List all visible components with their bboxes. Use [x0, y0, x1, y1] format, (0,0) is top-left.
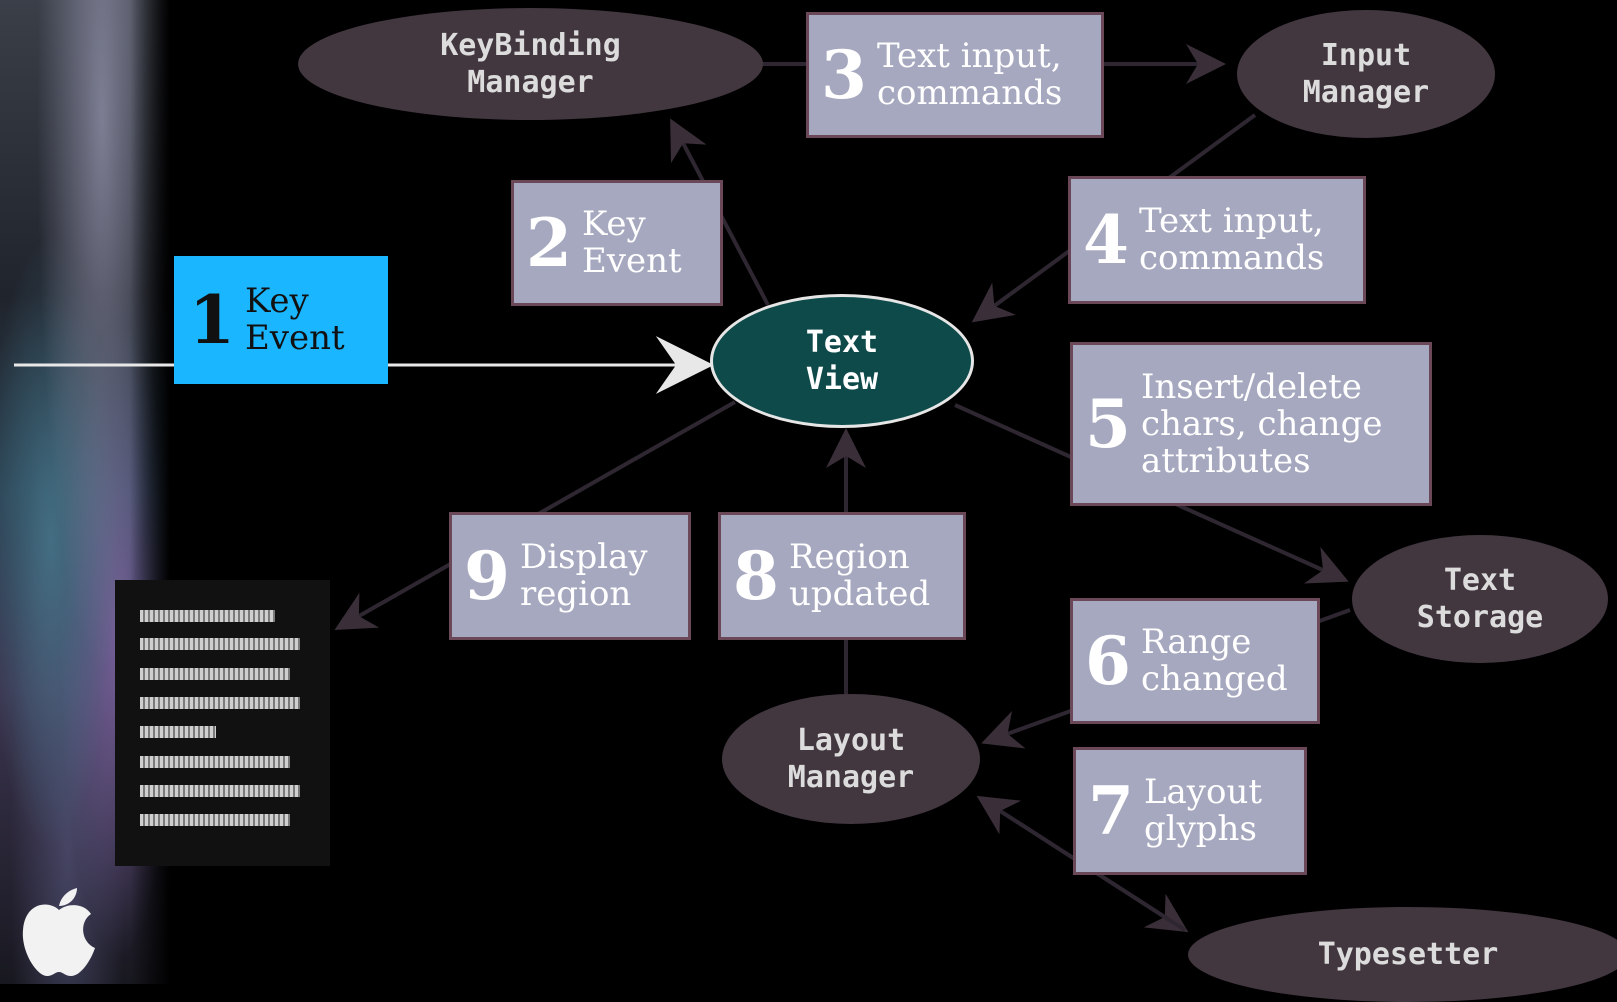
- text-document-icon: [115, 580, 330, 866]
- step-1-box: 1 Key Event: [174, 256, 388, 384]
- step-7-box: 7 Layout glyphs: [1073, 747, 1307, 875]
- step-label: Display region: [519, 537, 648, 614]
- step-number: 2: [526, 204, 572, 282]
- step-number: 1: [189, 281, 235, 359]
- step-label: Insert/delete chars, change attributes: [1140, 366, 1383, 481]
- step-9-box: 9 Display region: [449, 512, 691, 640]
- text-view-node: Text View: [710, 294, 974, 428]
- text-storage-node: Text Storage: [1352, 535, 1608, 663]
- keybinding-manager-node: KeyBinding Manager: [298, 8, 763, 120]
- step-number: 6: [1085, 622, 1131, 700]
- step-number: 3: [821, 36, 867, 114]
- apple-logo-icon: [22, 888, 95, 976]
- step-label: Region updated: [788, 537, 931, 614]
- step-label: Range changed: [1140, 622, 1288, 699]
- step-5-box: 5 Insert/delete chars, change attributes: [1070, 342, 1432, 506]
- layout-manager-node: Layout Manager: [722, 694, 980, 824]
- step-label: Text input, commands: [876, 36, 1063, 113]
- step-2-box: 2 Key Event: [511, 180, 723, 306]
- step-number: 5: [1085, 385, 1131, 463]
- step-number: 9: [464, 537, 510, 615]
- decorative-sidebar: [0, 0, 170, 984]
- step-number: 7: [1088, 772, 1134, 850]
- step-4-box: 4 Text input, commands: [1068, 176, 1366, 304]
- step-6-box: 6 Range changed: [1070, 598, 1320, 724]
- step-label: Key Event: [244, 281, 345, 358]
- typesetter-node: Typesetter: [1188, 907, 1617, 1002]
- step-3-box: 3 Text input, commands: [806, 12, 1104, 138]
- step-label: Text input, commands: [1138, 201, 1325, 278]
- step-8-box: 8 Region updated: [718, 512, 966, 640]
- step-label: Key Event: [581, 204, 682, 281]
- input-manager-node: Input Manager: [1237, 10, 1495, 138]
- step-number: 4: [1083, 201, 1129, 279]
- step-number: 8: [733, 537, 779, 615]
- step-label: Layout glyphs: [1143, 772, 1263, 849]
